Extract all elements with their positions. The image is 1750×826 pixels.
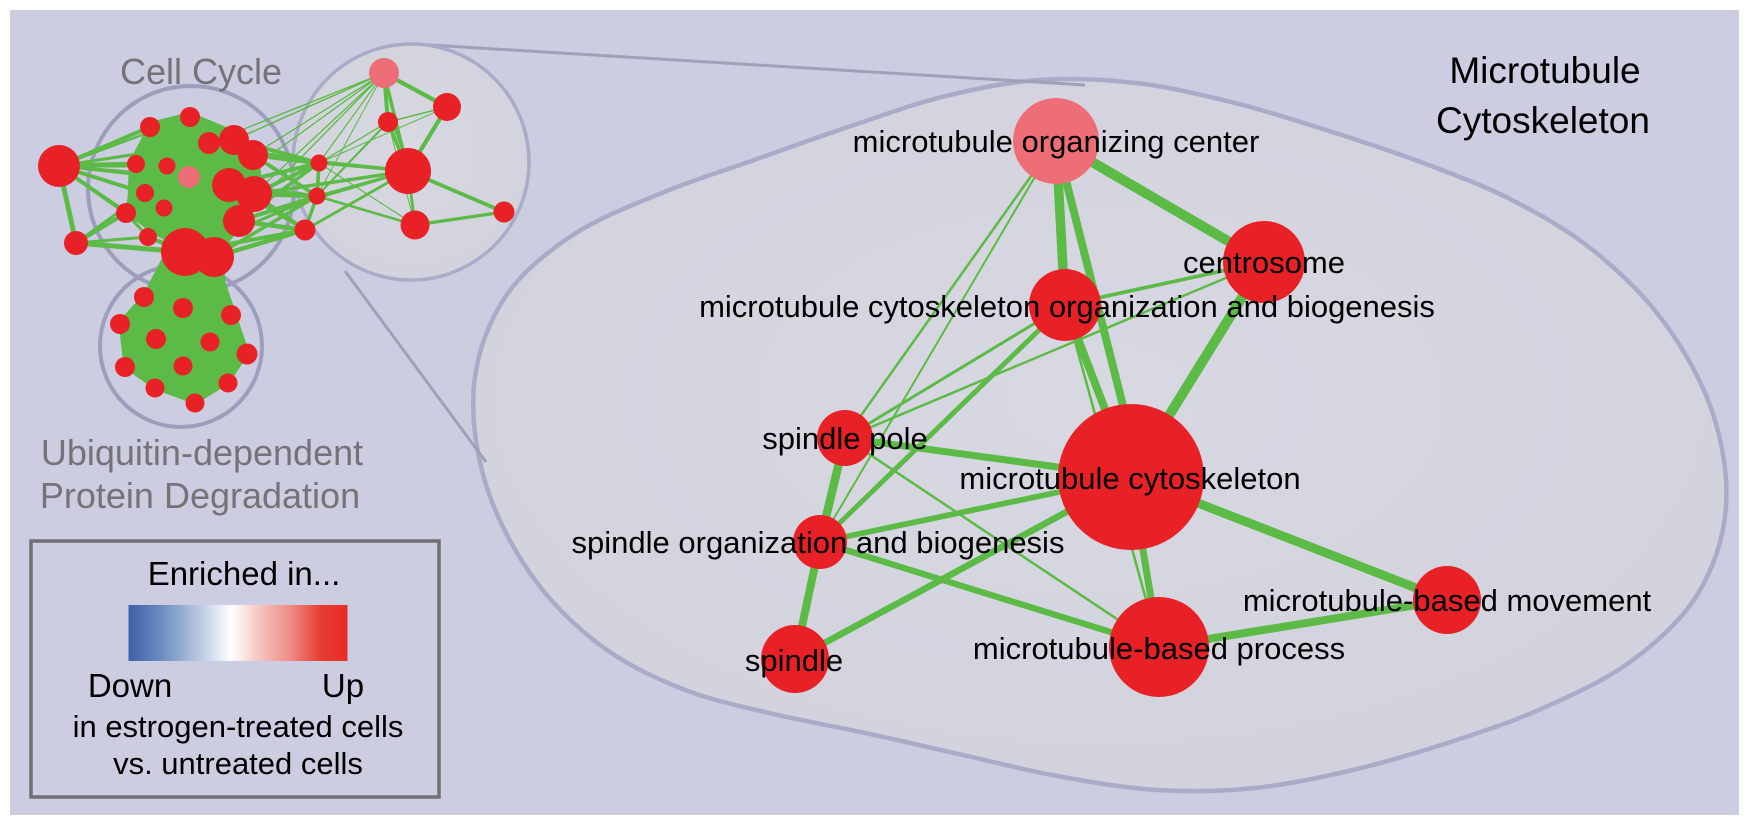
svg-text:Ubiquitin-dependent: Ubiquitin-dependent	[41, 432, 363, 473]
svg-text:Down: Down	[88, 667, 172, 704]
svg-text:spindle: spindle	[745, 643, 843, 678]
svg-text:in estrogen-treated cells: in estrogen-treated cells	[73, 709, 404, 744]
svg-text:spindle organization and bioge: spindle organization and biogenesis	[572, 525, 1065, 560]
svg-text:Cell Cycle: Cell Cycle	[120, 51, 282, 92]
svg-text:vs. untreated cells: vs. untreated cells	[113, 746, 363, 781]
svg-text:spindle pole: spindle pole	[762, 421, 927, 456]
svg-text:microtubule cytoskeleton: microtubule cytoskeleton	[959, 461, 1300, 496]
svg-text:microtubule-based process: microtubule-based process	[973, 631, 1345, 666]
svg-text:microtubule organizing center: microtubule organizing center	[853, 124, 1260, 159]
svg-text:Enriched in...: Enriched in...	[148, 555, 341, 592]
svg-text:Up: Up	[322, 667, 364, 704]
svg-text:microtubule cytoskeleton organ: microtubule cytoskeleton organization an…	[699, 289, 1435, 324]
svg-text:Microtubule: Microtubule	[1449, 50, 1640, 91]
svg-text:microtubule-based movement: microtubule-based movement	[1243, 583, 1652, 618]
svg-text:Cytoskeleton: Cytoskeleton	[1436, 100, 1650, 141]
svg-text:centrosome: centrosome	[1183, 245, 1345, 280]
svg-text:Protein Degradation: Protein Degradation	[40, 475, 360, 516]
